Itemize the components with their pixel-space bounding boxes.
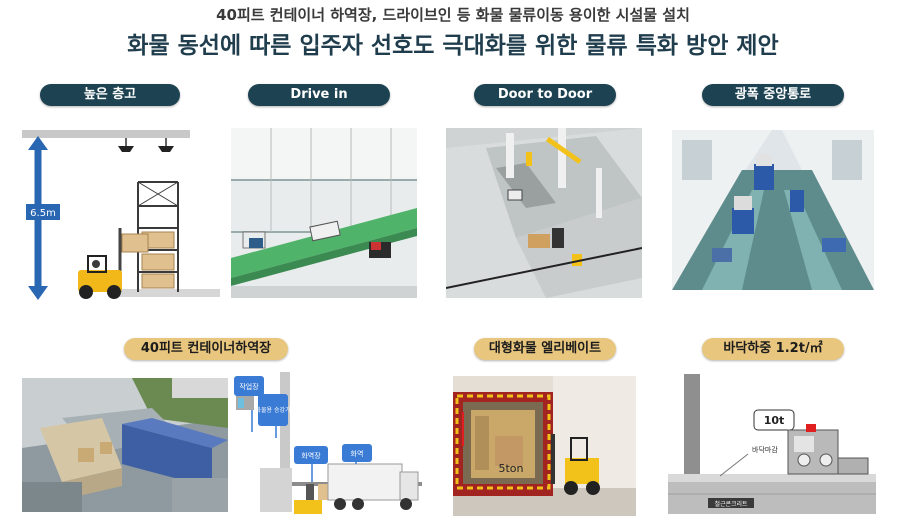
ceiling-height-label: 6.5m — [30, 208, 56, 219]
drive-in-illustration — [231, 128, 417, 298]
floor-load-illustration: 바닥마감 철근콘크리트 10t — [668, 374, 876, 514]
label-door-to-door: Door to Door — [474, 84, 616, 106]
door-to-door-illustration — [446, 128, 642, 298]
high-ceiling-illustration: 6.5m — [22, 124, 222, 302]
dock-diagram-illustration: 작업장 화물용 승강기 화역장 화역 — [232, 372, 422, 518]
subtitle: 40피트 컨테이너 하역장, 드라이브인 등 화물 물류이동 용이한 시설물 설… — [216, 6, 690, 24]
container-dock-illustration — [22, 378, 228, 512]
label-container-dock: 40피트 컨테이너하역장 — [124, 338, 288, 360]
dock-tag-workshop: 작업장 — [239, 382, 259, 391]
label-drive-in: Drive in — [248, 84, 390, 106]
dock-tag-loading-bay: 화역장 — [301, 451, 321, 460]
label-wide-corridor: 광폭 중앙통로 — [702, 84, 844, 106]
label-floor-load: 바닥하중 1.2t/㎡ — [702, 338, 844, 360]
concrete-label: 철근콘크리트 — [714, 500, 748, 508]
label-freight-elevator: 대형화물 엘리베이트 — [474, 338, 616, 360]
dock-tag-loading: 화역 — [351, 449, 364, 458]
weight-label: 10t — [764, 414, 785, 427]
freight-elevator-illustration: 5ton — [453, 376, 636, 516]
wide-corridor-illustration — [672, 130, 874, 290]
label-high-ceiling: 높은 층고 — [40, 84, 180, 106]
elevator-capacity-label: 5ton — [498, 462, 523, 475]
dock-tag-freight-lift: 화물용 승강기 — [255, 406, 290, 414]
floor-slab-label: 바닥마감 — [752, 445, 778, 454]
page-title: 화물 동선에 따른 입주자 선호도 극대화를 위한 물류 특화 방안 제안 — [127, 33, 779, 59]
